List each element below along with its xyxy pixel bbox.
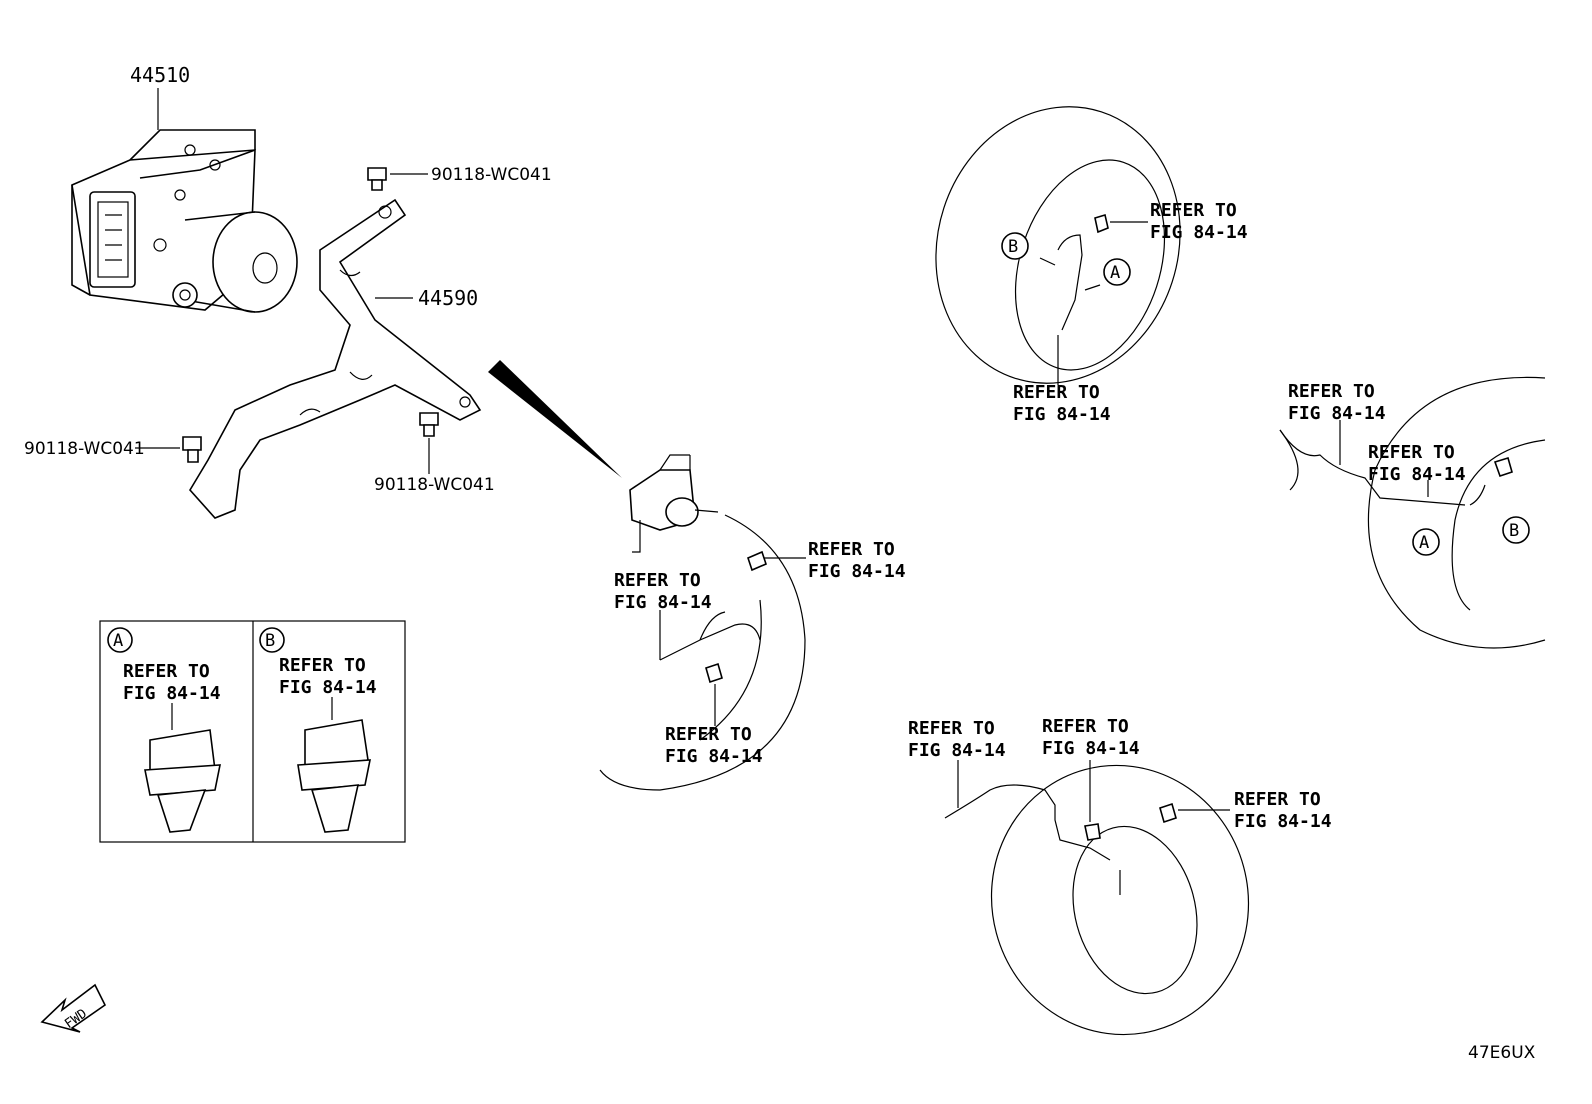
svg-text:FIG 84-14: FIG 84-14 [1150, 222, 1248, 243]
center-assembly [599, 454, 806, 791]
clip-detail-a: A REFER TO FIG 84-14 [107, 627, 221, 833]
actuator-bracket [189, 198, 482, 519]
svg-text:FIG 84-14: FIG 84-14 [123, 683, 221, 704]
svg-text:REFER TO: REFER TO [1150, 200, 1237, 221]
part-number-44590: 44590 [418, 286, 478, 310]
svg-text:REFER TO: REFER TO [908, 718, 995, 739]
refer-right-upper: REFER TO FIG 84-14 [1288, 381, 1386, 424]
svg-text:FIG 84-14: FIG 84-14 [614, 592, 712, 613]
detail-wedge [488, 360, 622, 478]
svg-text:REFER TO: REFER TO [665, 724, 752, 745]
bolt-left [182, 436, 202, 463]
refer-topright-upper: REFER TO FIG 84-14 [1150, 200, 1248, 243]
svg-text:REFER TO: REFER TO [1288, 381, 1375, 402]
svg-text:FIG 84-14: FIG 84-14 [1042, 738, 1140, 759]
svg-text:FIG 84-14: FIG 84-14 [665, 746, 763, 767]
svg-text:REFER TO: REFER TO [123, 661, 210, 682]
refer-center-lower: REFER TO FIG 84-14 [665, 724, 763, 767]
wheel-rear-right [1279, 376, 1546, 649]
svg-text:FIG 84-14: FIG 84-14 [1234, 811, 1332, 832]
marker-b-top: B [1001, 232, 1029, 260]
refer-topright-lower: REFER TO FIG 84-14 [1013, 382, 1111, 425]
svg-text:FIG 84-14: FIG 84-14 [1368, 464, 1466, 485]
bolt-bottom [419, 412, 439, 437]
svg-text:FIG 84-14: FIG 84-14 [279, 677, 377, 698]
svg-text:REFER TO: REFER TO [808, 539, 895, 560]
marker-b-right: B [1502, 516, 1530, 544]
svg-text:FIG 84-14: FIG 84-14 [908, 740, 1006, 761]
svg-text:FIG 84-14: FIG 84-14 [1013, 404, 1111, 425]
clip-detail-b: B REFER TO FIG 84-14 [259, 627, 377, 833]
svg-text:A: A [113, 631, 123, 651]
part-number-bolt-bottom: 90118-WC041 [374, 475, 495, 495]
bolt-top [367, 167, 387, 191]
refer-center-upper: REFER TO FIG 84-14 [808, 539, 906, 582]
svg-text:A: A [1110, 263, 1120, 283]
svg-text:B: B [1509, 521, 1519, 541]
part-number-bolt-top: 90118-WC041 [431, 165, 552, 185]
svg-text:REFER TO: REFER TO [614, 570, 701, 591]
part-number-bolt-left: 90118-WC041 [24, 439, 145, 459]
svg-text:B: B [265, 631, 275, 651]
svg-text:REFER TO: REFER TO [1368, 442, 1455, 463]
wheel-front-right [935, 106, 1181, 385]
refer-bottom-middle: REFER TO FIG 84-14 [1042, 716, 1140, 759]
svg-text:REFER TO: REFER TO [1234, 789, 1321, 810]
diagram-code: 47E6UX [1468, 1043, 1536, 1063]
svg-text:B: B [1008, 237, 1018, 257]
svg-text:REFER TO: REFER TO [1013, 382, 1100, 403]
svg-text:REFER TO: REFER TO [279, 655, 366, 676]
wheel-rear-left [944, 760, 1250, 1036]
abs-actuator-assembly [71, 129, 298, 313]
part-number-44510: 44510 [130, 63, 190, 87]
svg-text:A: A [1419, 533, 1429, 553]
svg-text:FIG 84-14: FIG 84-14 [1288, 403, 1386, 424]
fwd-arrow-icon: FWD [40, 983, 107, 1033]
refer-center-left: REFER TO FIG 84-14 [614, 570, 712, 613]
marker-a-right: A [1412, 528, 1440, 556]
clip-detail-box [99, 620, 406, 843]
refer-right-lower: REFER TO FIG 84-14 [1368, 442, 1466, 485]
refer-bottom-right: REFER TO FIG 84-14 [1234, 789, 1332, 832]
svg-text:REFER TO: REFER TO [1042, 716, 1129, 737]
svg-text:FIG 84-14: FIG 84-14 [808, 561, 906, 582]
marker-a-top: A [1103, 258, 1131, 286]
refer-bottom-left: REFER TO FIG 84-14 [908, 718, 1006, 761]
